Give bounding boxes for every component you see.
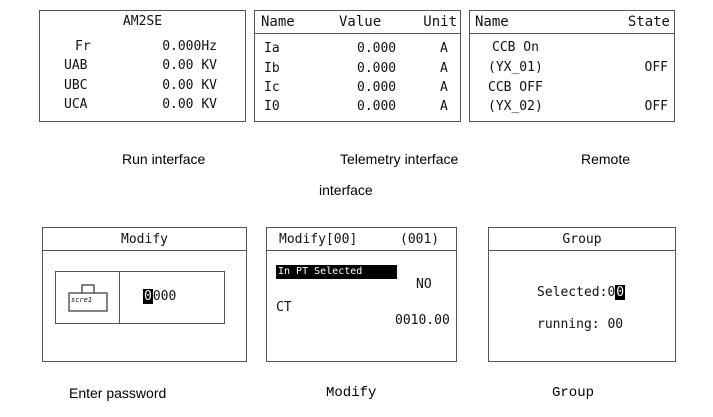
remote-header-divider — [470, 33, 674, 34]
group-title: Group — [562, 232, 602, 247]
remote-header-name: Name — [475, 14, 509, 30]
telemetry-header-unit: Unit — [423, 14, 457, 30]
modify-item2-value[interactable]: 0010.00 — [395, 313, 450, 328]
modify-page: (001) — [400, 232, 440, 247]
remote-row-line2: (YX_01) — [488, 60, 543, 75]
run-label-uca: UCA — [64, 97, 88, 112]
telemetry-row-value: 0.000 — [357, 61, 397, 76]
remote-row-line1: CCB OFF — [488, 80, 543, 95]
password-panel: Modify scre1 0000 — [42, 227, 247, 362]
password-box: scre1 0000 — [55, 271, 225, 324]
group-panel: Group Selected:00 running: 00 — [488, 227, 676, 362]
telemetry-header-name: Name — [261, 14, 295, 30]
run-title: AM2SE — [122, 14, 163, 29]
run-value-fr: 0.000Hz — [162, 39, 217, 54]
password-cursor-digit: 0 — [143, 289, 153, 304]
password-caption: Enter password — [69, 385, 167, 401]
run-panel: AM2SE Fr 0.000Hz UAB 0.00 KV UBC 0.00 KV… — [39, 10, 246, 122]
telemetry-row-value: 0.000 — [357, 41, 397, 56]
remote-row-state: OFF — [644, 99, 668, 114]
remote-header-state: State — [627, 14, 670, 30]
run-label-uab: UAB — [64, 58, 88, 73]
group-selected-label: Selected: — [537, 285, 608, 300]
run-value-ubc: 0.00 KV — [162, 78, 217, 93]
password-box-divider — [119, 272, 120, 323]
modify-item2[interactable]: CT — [276, 300, 292, 315]
telemetry-header-divider — [255, 33, 460, 34]
modify-header-divider — [267, 250, 456, 251]
telemetry-row-name: Ic — [264, 80, 280, 95]
telemetry-row-value: 0.000 — [357, 80, 397, 95]
telemetry-panel: Name Value Unit Ia 0.000 A Ib 0.000 A Ic… — [254, 10, 461, 122]
run-label-fr: Fr — [75, 39, 91, 54]
run-label-ubc: UBC — [64, 78, 88, 93]
telemetry-row-name: Ib — [264, 61, 280, 76]
modify-title: Modify[00] — [279, 232, 358, 247]
telemetry-row-name: I0 — [264, 99, 280, 114]
telemetry-row-value: 0.000 — [357, 99, 397, 114]
telemetry-header-value: Value — [339, 14, 382, 30]
group-header-divider — [489, 250, 675, 251]
password-rest-digits: 000 — [152, 289, 177, 304]
modify-selected-item[interactable]: In PT Selected — [276, 265, 397, 279]
run-caption: Run interface — [122, 151, 206, 167]
group-selected[interactable]: Selected:00 — [537, 285, 626, 300]
password-input[interactable]: 0000 — [143, 289, 176, 304]
modify-caption: Modify — [326, 385, 377, 401]
modify-panel: Modify[00] (001) In PT Selected NO CT 00… — [266, 227, 457, 362]
group-selected-cursor: 0 — [615, 285, 626, 300]
telemetry-row-name: Ia — [264, 41, 280, 56]
remote-row-state: OFF — [644, 60, 668, 75]
run-value-uca: 0.00 KV — [162, 97, 217, 112]
run-value-uab: 0.00 KV — [162, 58, 217, 73]
remote-row-line1: CCB On — [492, 40, 539, 55]
password-title: Modify — [121, 232, 168, 247]
lock-icon — [68, 284, 108, 312]
remote-caption: Remote — [581, 151, 631, 167]
lock-label: scre1 — [71, 296, 93, 304]
telemetry-row-unit: A — [440, 99, 448, 114]
group-running: running: 00 — [537, 317, 624, 332]
telemetry-row-unit: A — [440, 41, 448, 56]
telemetry-row-unit: A — [440, 61, 448, 76]
telemetry-caption-line2: interface — [319, 182, 373, 198]
modify-selected-value[interactable]: NO — [416, 277, 432, 292]
telemetry-caption: Telemetry interface — [340, 151, 459, 167]
remote-row-line2: (YX_02) — [488, 99, 543, 114]
group-selected-digit1: 0 — [607, 285, 616, 300]
remote-panel: Name State CCB On (YX_01) OFF CCB OFF (Y… — [469, 10, 675, 122]
telemetry-row-unit: A — [440, 80, 448, 95]
group-caption: Group — [552, 385, 595, 401]
password-header-divider — [43, 250, 246, 251]
